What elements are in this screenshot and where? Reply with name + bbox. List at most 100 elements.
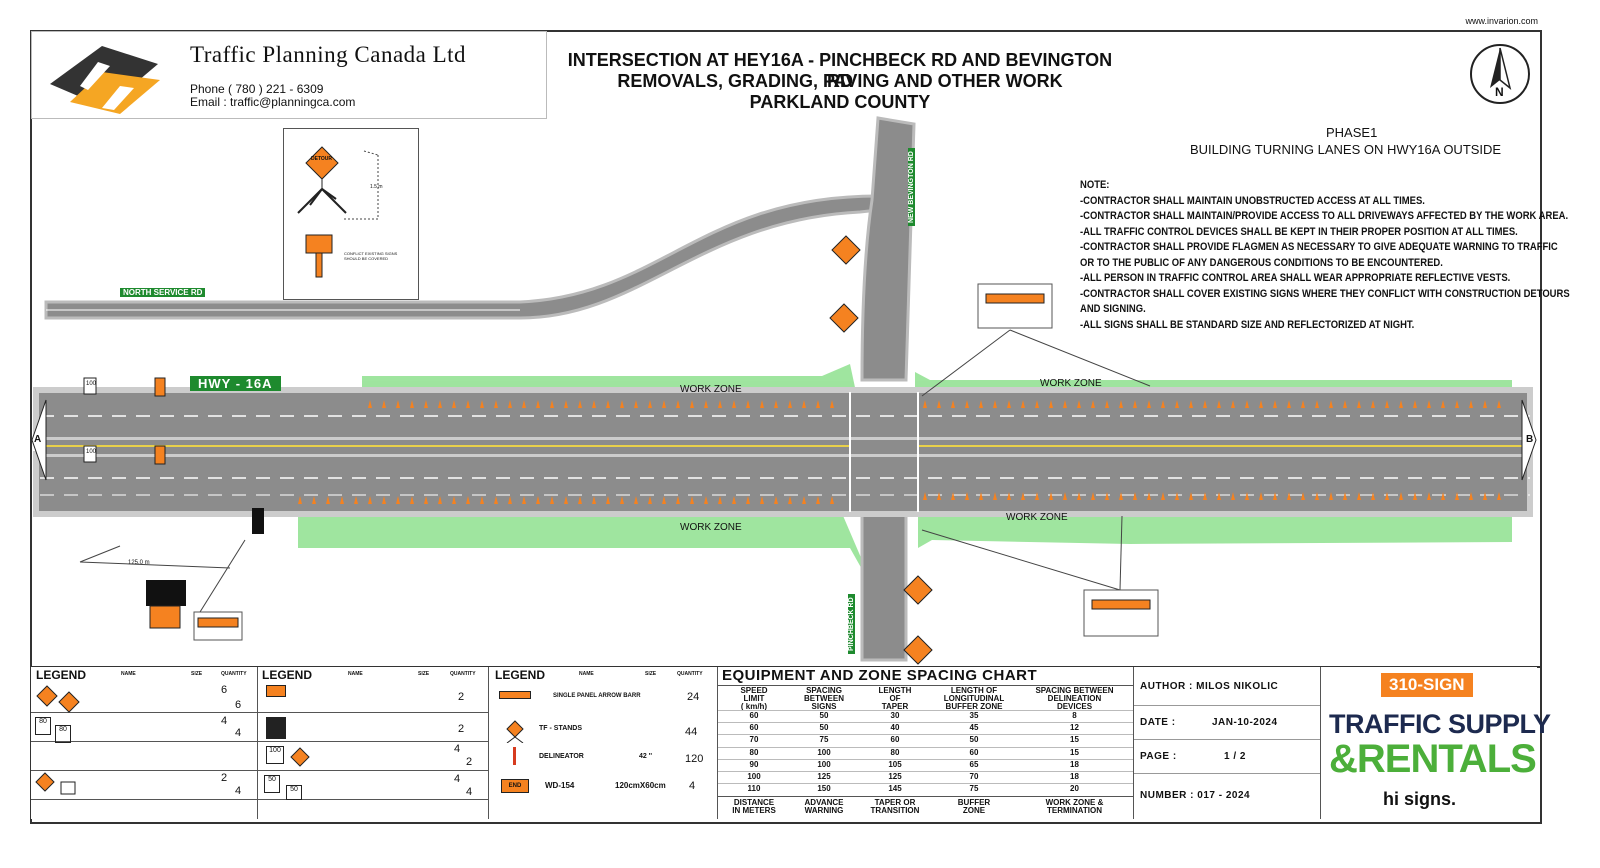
- spacing-chart-cell: 18: [1070, 772, 1079, 781]
- spacing-chart-cell: 100: [817, 759, 831, 769]
- legend-construction-signs-icon: [36, 685, 80, 713]
- traffic-cone: [298, 496, 302, 504]
- legend-qty: 120: [685, 753, 704, 765]
- header-line: LONGITUDINAL: [943, 694, 1005, 703]
- north-arrow-icon: [1470, 44, 1530, 104]
- company-phone: Phone ( 780 ) 221 - 6309: [190, 82, 324, 96]
- work-zone-label: WORK ZONE: [1040, 378, 1102, 389]
- legend-item-name: SINGLE PANEL ARROW BARR: [553, 693, 641, 699]
- traffic-cone: [578, 400, 582, 408]
- brand-badge: 310-SIGN: [1381, 673, 1473, 697]
- traffic-cone: [1007, 400, 1011, 408]
- footer-line: ADVANCE: [804, 798, 844, 808]
- traffic-cone: [1287, 492, 1291, 500]
- traffic-cone: [760, 400, 764, 408]
- traffic-cone: [830, 400, 834, 408]
- footer-line: TAPER OR: [874, 798, 916, 808]
- traffic-cone: [1259, 400, 1263, 408]
- traffic-cone: [1161, 492, 1165, 500]
- traffic-cone: [494, 496, 498, 504]
- legend-2: LEGEND NAME SIZE QUANTITY 2 2 100 4 2 50…: [258, 667, 489, 819]
- traffic-cone: [746, 400, 750, 408]
- legend-qty: 6: [221, 684, 228, 696]
- north-label: N: [1495, 85, 1504, 99]
- spacing-chart-cell: 20: [1070, 784, 1079, 794]
- company-email[interactable]: Email : traffic@planningca.com: [190, 95, 356, 109]
- traffic-cone: [1049, 492, 1053, 500]
- legend-arrow-barricade-icon: [499, 691, 531, 699]
- watermark: www.invarion.com: [1465, 16, 1538, 26]
- traffic-cone: [1357, 400, 1361, 408]
- header-line: TAPER: [881, 702, 909, 711]
- traffic-cone: [1301, 492, 1305, 500]
- header-line: LENGTH OF: [950, 686, 998, 695]
- traffic-cone: [816, 496, 820, 504]
- traffic-cone: [788, 496, 792, 504]
- traffic-cone: [923, 400, 927, 408]
- footer-line: IN METERS: [732, 806, 776, 816]
- spacing-chart-title: EQUIPMENT AND ZONE SPACING CHART: [722, 667, 1038, 684]
- traffic-cone: [466, 400, 470, 408]
- traffic-cone: [578, 496, 582, 504]
- cover-note-1: CONFLICT EXISTING SIGNS: [344, 251, 398, 256]
- notes-block: NOTE: -CONTRACTOR SHALL MAINTAIN UNOBSTR…: [1080, 178, 1600, 333]
- traffic-cone: [1413, 492, 1417, 500]
- legend-qty: 4: [221, 715, 228, 727]
- legend-qty: 44: [685, 726, 698, 738]
- phase-description: BUILDING TURNING LANES ON HWY16A OUTSIDE: [1190, 142, 1502, 157]
- traffic-cone: [1301, 400, 1305, 408]
- spacing-chart-cell: 18: [1070, 759, 1079, 769]
- traffic-cone: [1105, 400, 1109, 408]
- spacing-chart-cell: 75: [969, 784, 979, 794]
- spacing-chart-cell: 110: [747, 784, 761, 794]
- legend-delineator-icon: [513, 747, 516, 765]
- traffic-cone: [1245, 400, 1249, 408]
- spacing-chart-cell: 65: [969, 759, 979, 769]
- traffic-cone: [1189, 492, 1193, 500]
- traffic-cone: [466, 496, 470, 504]
- traffic-cone: [1343, 492, 1347, 500]
- legend-qty: 4: [454, 773, 461, 785]
- traffic-cone: [718, 400, 722, 408]
- traffic-cone: [396, 400, 400, 408]
- traffic-cone: [1035, 492, 1039, 500]
- brand-line-2: &RENTALS: [1329, 737, 1537, 781]
- traffic-cone: [522, 496, 526, 504]
- legend-warning-sign-icon: [290, 747, 310, 767]
- traffic-cone: [1385, 492, 1389, 500]
- traffic-cone: [564, 496, 568, 504]
- brand-tagline: hi signs.: [1383, 789, 1457, 809]
- traffic-cone: [1357, 492, 1361, 500]
- footer-line: TERMINATION: [1047, 806, 1102, 816]
- traffic-cone: [1399, 492, 1403, 500]
- traffic-cone: [1175, 400, 1179, 408]
- traffic-cone: [382, 496, 386, 504]
- traffic-cone: [1315, 492, 1319, 500]
- legend-1: LEGEND NAME SIZE QUANTITY 6 6 80 80 4 4 …: [31, 667, 258, 819]
- traffic-cone: [480, 496, 484, 504]
- traffic-cone: [788, 400, 792, 408]
- spacing-chart-cell: 45: [969, 723, 979, 733]
- traffic-cone: [1105, 492, 1109, 500]
- traffic-cone: [410, 496, 414, 504]
- traffic-cone: [1133, 492, 1137, 500]
- north-service-rd-label: NORTH SERVICE RD: [120, 288, 206, 297]
- spacing-chart-cell: 30: [890, 711, 900, 720]
- traffic-cone: [606, 496, 610, 504]
- legend-qty: 4: [689, 780, 696, 792]
- traffic-cone: [438, 496, 442, 504]
- marker-b: B: [1526, 434, 1534, 445]
- traffic-cone: [452, 496, 456, 504]
- traffic-cone: [1371, 400, 1375, 408]
- traffic-cone: [1189, 400, 1193, 408]
- legend-qty: 2: [458, 723, 465, 735]
- footer-line: BUFFER: [957, 798, 991, 808]
- traffic-cone: [1133, 400, 1137, 408]
- header-line: LIMIT: [743, 694, 765, 703]
- legend-arrow-board-icon: [266, 717, 286, 739]
